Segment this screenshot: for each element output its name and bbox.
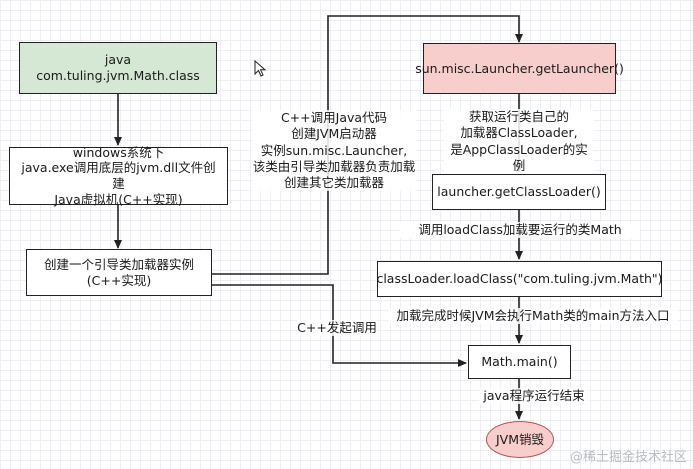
node-get-classloader: launcher.getClassLoader() (432, 174, 606, 210)
node-math-main: Math.main() (468, 345, 571, 379)
node-jvm-destroy: JVM销毁 (486, 421, 554, 458)
node-bootstrap-loader: 创建一个引导类加载器实例 (C++实现) (26, 249, 212, 296)
node-get-launcher: sun.misc.Launcher.getLauncher() (415, 43, 624, 94)
label-cpp-invoke: C++发起调用 (297, 320, 377, 337)
arrow-bootstrap-to-launcher (212, 15, 523, 275)
label-cpp-call-java: C++调用Java代码 创建JVM启动器 实例sun.misc.Launcher… (252, 110, 416, 192)
node-java-command: java com.tuling.jvm.Math.class (19, 42, 217, 94)
label-program-end: java程序运行结束 (479, 388, 589, 405)
watermark-text: @稀土掘金技术社区 (569, 450, 687, 465)
label-load-done: 加载完成时候JVM会执行Math类的main方法入口 (388, 308, 678, 325)
label-get-own-loader: 获取运行类自己的 加载器ClassLoader, 是AppClassLoader… (444, 109, 594, 174)
node-create-jvm: windows系统下 java.exe调用底层的jvm.dll文件创建 Java… (9, 145, 228, 207)
mouse-pointer-icon (254, 60, 267, 77)
label-call-loadclass: 调用loadClass加载要运行的类Math (400, 222, 640, 239)
node-load-class: classLoader.loadClass("com.tuling.jvm.Ma… (376, 261, 663, 297)
